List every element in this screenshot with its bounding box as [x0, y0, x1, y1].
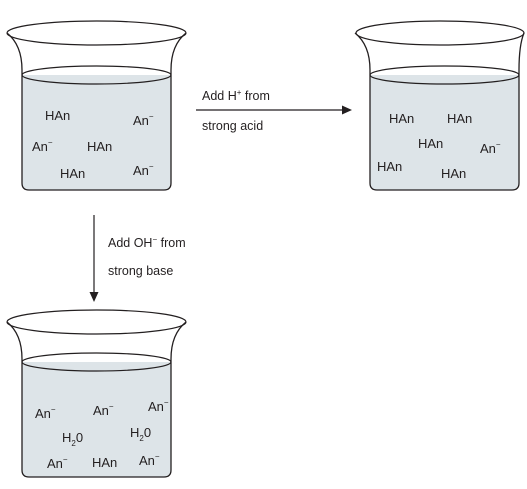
- acid-label-superscript: +: [237, 88, 242, 97]
- species-formula: An: [47, 456, 63, 471]
- beaker-initial-body: [6, 32, 187, 191]
- beaker-initial: [6, 20, 187, 191]
- beaker-after-acid-liquid: [370, 75, 519, 190]
- species-formula: HAn: [389, 111, 414, 126]
- beaker-initial-rim: [6, 20, 187, 46]
- species-label-after-base-2: An−: [148, 398, 169, 414]
- species-label-after-acid-0: HAn: [389, 111, 414, 126]
- species-label-after-acid-5: HAn: [441, 166, 466, 181]
- species-tail: 0: [144, 425, 151, 440]
- acid-arrow: Add H+ from strong acid: [196, 88, 352, 133]
- species-formula: HAn: [92, 455, 117, 470]
- species-charge: −: [109, 402, 114, 411]
- species-subscript: 2: [71, 439, 76, 448]
- acid-arrow-head: [342, 105, 352, 115]
- species-formula: HAn: [441, 166, 466, 181]
- acid-label-line2: strong acid: [202, 119, 263, 133]
- species-label-initial-0: HAn: [45, 108, 70, 123]
- species-label-initial-1: An−: [133, 112, 154, 128]
- species-formula: H: [130, 425, 139, 440]
- species-label-after-base-0: An−: [35, 405, 56, 421]
- species-tail: 0: [76, 430, 83, 445]
- acid-label-end: from: [241, 89, 269, 103]
- species-formula: HAn: [447, 111, 472, 126]
- base-arrow: Add OH− from strong base: [89, 215, 186, 302]
- species-label-after-base-1: An−: [93, 402, 114, 418]
- beaker-initial-liquid: [22, 75, 171, 190]
- species-label-after-base-4: H20: [130, 425, 151, 443]
- species-formula: HAn: [377, 159, 402, 174]
- beaker-after-acid-body: [354, 32, 525, 191]
- species-label-initial-5: An−: [133, 162, 154, 178]
- species-formula: HAn: [60, 166, 85, 181]
- species-formula: HAn: [87, 139, 112, 154]
- base-label-superscript: −: [152, 235, 157, 244]
- species-formula: HAn: [418, 136, 443, 151]
- species-label-after-base-6: HAn: [92, 455, 117, 470]
- beaker-after-base-liquid: [22, 362, 171, 477]
- species-charge: −: [496, 140, 501, 149]
- species-label-after-acid-4: HAn: [377, 159, 402, 174]
- species-formula: An: [133, 163, 149, 178]
- base-label-line1: Add OH− from: [108, 235, 186, 250]
- species-label-initial-4: HAn: [60, 166, 85, 181]
- species-charge: −: [155, 452, 160, 461]
- species-formula: An: [133, 113, 149, 128]
- species-formula: An: [139, 453, 155, 468]
- beaker-after-acid: [354, 20, 525, 191]
- species-charge: −: [48, 138, 53, 147]
- species-charge: −: [63, 455, 68, 464]
- species-label-after-acid-1: HAn: [447, 111, 472, 126]
- species-charge: −: [149, 162, 154, 171]
- species-formula: An: [35, 406, 51, 421]
- species-formula: H: [62, 430, 71, 445]
- species-formula: HAn: [45, 108, 70, 123]
- species-formula: An: [93, 403, 109, 418]
- beaker-after-base-body: [6, 321, 187, 478]
- species-label-after-acid-2: HAn: [418, 136, 443, 151]
- base-label-text: Add OH: [108, 236, 152, 250]
- acid-label-text: Add H: [202, 89, 237, 103]
- species-formula: An: [148, 399, 164, 414]
- beaker-after-base-rim: [6, 309, 187, 335]
- base-label-line2: strong base: [108, 264, 173, 278]
- species-label-after-base-7: An−: [139, 452, 160, 468]
- beaker-after-base: [6, 309, 187, 478]
- species-formula: An: [480, 141, 496, 156]
- species-label-after-acid-3: An−: [480, 140, 501, 156]
- species-label-initial-3: HAn: [87, 139, 112, 154]
- base-label-end: from: [157, 236, 185, 250]
- acid-label-line1: Add H+ from: [202, 88, 270, 103]
- species-charge: −: [51, 405, 56, 414]
- species-formula: An: [32, 139, 48, 154]
- species-charge: −: [149, 112, 154, 121]
- base-arrow-head: [89, 292, 99, 302]
- species-charge: −: [164, 398, 169, 407]
- species-label-after-base-3: H20: [62, 430, 83, 448]
- species-subscript: 2: [139, 434, 144, 443]
- species-label-initial-2: An−: [32, 138, 53, 154]
- beaker-after-acid-rim: [355, 20, 525, 46]
- species-label-after-base-5: An−: [47, 455, 68, 471]
